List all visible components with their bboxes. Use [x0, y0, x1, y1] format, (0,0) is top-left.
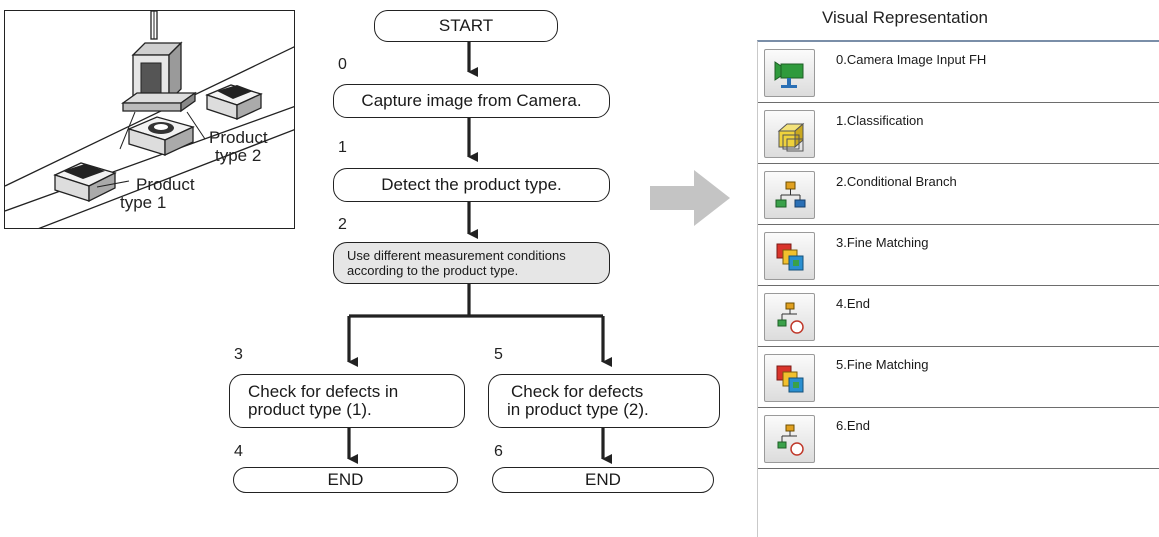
- flow-row[interactable]: 4.End: [758, 286, 1159, 347]
- product-illustration: Product type 2 Product type 1: [4, 10, 295, 229]
- step-number-4: 4: [234, 443, 243, 460]
- product-type-1-line1: Product: [136, 175, 195, 194]
- flowchart-connectors: [347, 42, 612, 464]
- step-number-0: 0: [338, 56, 347, 73]
- flow-row[interactable]: 3.Fine Matching: [758, 225, 1159, 286]
- flow-row-label: 3.Fine Matching: [836, 235, 929, 250]
- flow-row-label: 2.Conditional Branch: [836, 174, 957, 189]
- end-label-2: END: [585, 470, 621, 489]
- product-type-2-line2: type 2: [215, 146, 262, 165]
- step-number-3: 3: [234, 346, 243, 363]
- unit-button[interactable]: [764, 110, 815, 158]
- step-detect-label: Detect the product type.: [381, 175, 562, 194]
- unit-button[interactable]: [764, 354, 815, 402]
- step-check-type2-line2: in product type (2).: [507, 400, 649, 419]
- end-node-2: END: [492, 467, 714, 493]
- end-label-1: END: [327, 470, 364, 489]
- step-check-type1-line2: product type (1).: [248, 400, 372, 419]
- flow-row[interactable]: 6.End: [758, 408, 1159, 469]
- product-type-2-label: Product type 2: [209, 129, 268, 165]
- step-check-type1-line1: Check for defects in: [248, 382, 399, 401]
- step-number-1: 1: [338, 139, 347, 156]
- step-condition-line2: according to the product type.: [347, 263, 519, 278]
- flow-row[interactable]: 2.Conditional Branch: [758, 164, 1159, 225]
- classification-icon: [777, 122, 805, 152]
- unit-button[interactable]: [764, 415, 815, 463]
- step-capture-label: Capture image from Camera.: [361, 91, 582, 110]
- flow-row-label: 0.Camera Image Input FH: [836, 52, 987, 67]
- unit-button[interactable]: [764, 49, 815, 97]
- unit-button[interactable]: [764, 171, 815, 219]
- start-label: START: [438, 16, 494, 35]
- start-node: START: [374, 10, 558, 42]
- flow-row-label: 5.Fine Matching: [836, 357, 929, 372]
- unit-button[interactable]: [764, 293, 815, 341]
- end-icon: [777, 424, 804, 456]
- end-icon: [777, 302, 804, 334]
- product-type-1-label: Product type 1: [120, 175, 195, 212]
- conditional-branch-icon: [775, 181, 806, 208]
- flow-row[interactable]: 1.Classification: [758, 103, 1159, 164]
- end-node-1: END: [233, 467, 458, 493]
- flow-row[interactable]: 5.Fine Matching: [758, 347, 1159, 408]
- unit-button[interactable]: [764, 232, 815, 280]
- visual-representation-title: Visual Representation: [822, 8, 989, 27]
- flow-row[interactable]: 0.Camera Image Input FH: [758, 42, 1159, 103]
- flow-row-label: 6.End: [836, 418, 870, 433]
- step-check-type2-line1: Check for defects: [511, 382, 644, 401]
- fine-matching-icon: [776, 243, 804, 271]
- product-type-1-line2: type 1: [120, 193, 167, 212]
- transform-arrow-icon: [650, 170, 730, 226]
- flow-row-label: 1.Classification: [836, 113, 924, 128]
- camera-icon: [774, 61, 804, 88]
- step-condition-line1: Use different measurement conditions: [347, 248, 566, 263]
- product-type-2-line1: Product: [209, 128, 268, 147]
- step-capture-node: Capture image from Camera.: [333, 84, 610, 118]
- flow-editor-panel: 0.Camera Image Input FH 1.Classification: [757, 40, 1159, 537]
- step-number-6: 6: [494, 443, 503, 460]
- step-check-type1-node: Check for defects in product type (1).: [229, 374, 465, 428]
- step-detect-node: Detect the product type.: [333, 168, 610, 202]
- step-condition-node: Use different measurement conditions acc…: [333, 242, 610, 284]
- step-number-2: 2: [338, 216, 347, 233]
- flowchart: START 0 Capture image from Camera. 1 Det…: [229, 10, 720, 493]
- step-number-5: 5: [494, 346, 503, 363]
- step-check-type2-node: Check for defects in product type (2).: [488, 374, 720, 428]
- fine-matching-icon: [776, 365, 804, 393]
- flow-row-label: 4.End: [836, 296, 870, 311]
- conveyor-illustration: [5, 11, 294, 228]
